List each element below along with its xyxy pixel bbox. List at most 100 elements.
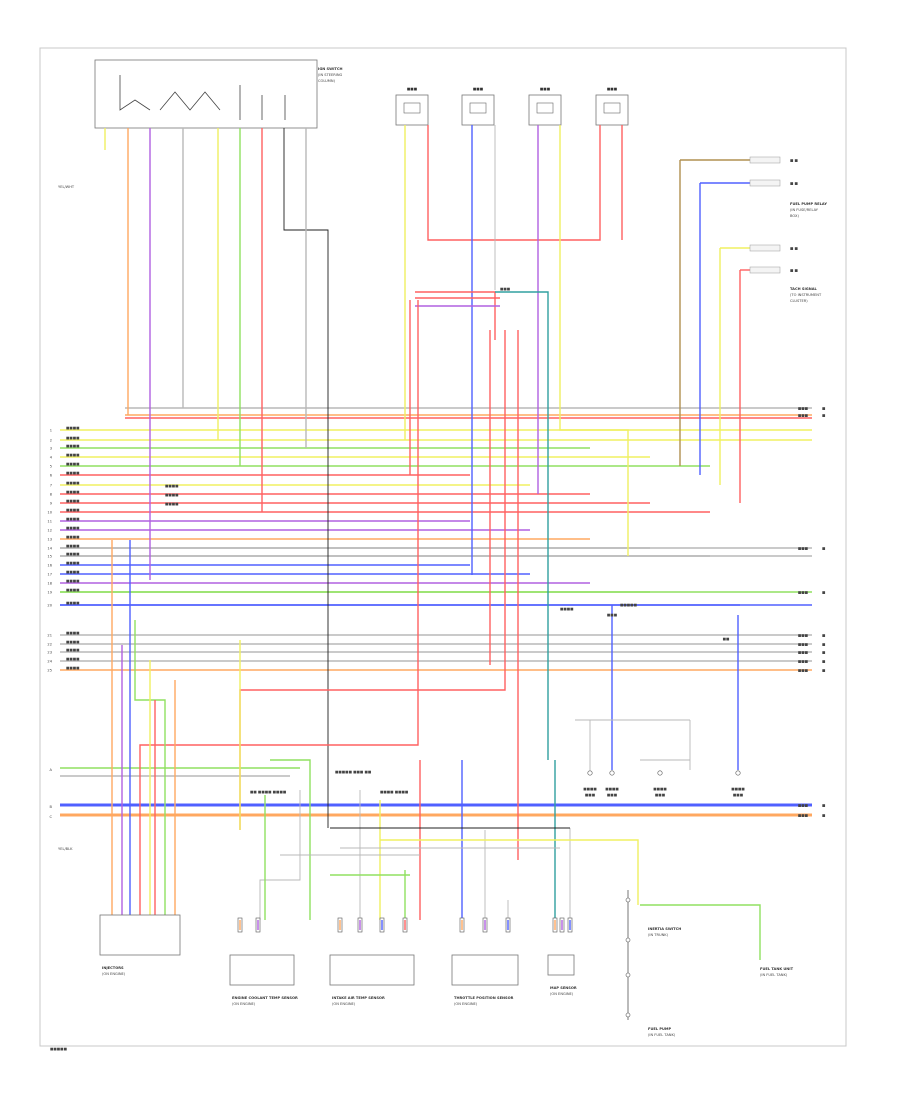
splice-label: ■■■■ — [165, 484, 179, 488]
ign-switch-sublabel: COLUMN) — [318, 79, 336, 83]
harness-wire-code: ■■■■ — [66, 631, 80, 635]
footer-code: ■■■■■ — [50, 1047, 68, 1051]
inertia-sub: (IN TRUNK) — [648, 933, 669, 937]
harness-wire-code: ■■■■ — [66, 552, 80, 556]
harness-pin-number: 12 — [47, 529, 52, 533]
harness-end-pin: ■ — [822, 651, 826, 655]
connector-iat — [329, 954, 415, 986]
harness-wire-code: ■■■■ — [66, 561, 80, 565]
harness-end-label: ■■■ — [798, 651, 809, 655]
harness-wire-code: ■■■■ — [66, 535, 80, 539]
left-wire-label: YEL/WHT — [58, 185, 75, 189]
splice-label: ■■■ — [500, 287, 511, 291]
harness-end-label: ■■■ — [798, 804, 809, 808]
harness-wire-code: ■■■■ — [66, 444, 80, 448]
relay-coil-symbol — [536, 102, 554, 114]
fuel-pump-terminal — [625, 1012, 631, 1018]
component-sublabel: (ON ENGINE) — [332, 1002, 356, 1006]
harness-end-label: ■■■ — [798, 547, 809, 551]
sensor-wire — [259, 790, 301, 920]
harness-pin-number: 16 — [47, 564, 52, 568]
fuel-pump-relay-2 — [461, 94, 495, 126]
harness-end-label: ■■■ — [798, 660, 809, 664]
harness-wire-code: ■■■■ — [66, 436, 80, 440]
harness-pin-number: 15 — [47, 555, 52, 559]
relay-label: ■■■ — [473, 87, 484, 91]
mid-wire-label: ■■■■ ■■■■ — [380, 790, 409, 794]
harness-pin-number: 4 — [50, 456, 53, 460]
switch-terminal — [587, 770, 593, 776]
relay-label: ■■■ — [607, 87, 618, 91]
relay-splice — [239, 330, 506, 830]
inertia-switch-label: INERTIA SWITCH — [648, 927, 681, 931]
right-tag-label: ■ ■ — [790, 269, 799, 273]
relay-splice — [495, 291, 549, 760]
harness-pin-number: 25 — [47, 669, 52, 673]
harness-wire-code: ■■■■ — [66, 462, 80, 466]
harness-wire-code: ■■■■ — [66, 601, 80, 605]
component-sublabel: (ON ENGINE) — [454, 1002, 478, 1006]
harness-wire-code: ■■■■ — [66, 517, 80, 521]
harness-wire-code: ■■■■ — [66, 570, 80, 574]
harness-pin-number: 11 — [47, 520, 52, 524]
harness-pin-number: 22 — [47, 643, 52, 647]
switch-label: ■■■■ — [731, 787, 745, 791]
diagram-border — [39, 47, 847, 1047]
harness-wire-code: ■■■■ — [66, 526, 80, 530]
connector-injectors-label: INJECTORS — [102, 966, 124, 970]
harness-end-pin: ■ — [822, 643, 826, 647]
relay-note-sub: (IN FUSE/RELAY — [790, 208, 819, 212]
harness-wire-code: ■■■■ — [66, 666, 80, 670]
component-sublabel: (ON ENGINE) — [232, 1002, 256, 1006]
harness-pin-letter: A — [50, 768, 53, 772]
harness-pin-number: 1 — [50, 429, 52, 433]
connector-map — [547, 954, 575, 976]
relay-wire — [559, 125, 629, 556]
harness-wire-code: ■■■■ — [66, 579, 80, 583]
relay-coil-symbol — [403, 102, 421, 114]
harness-end-pin: ■ — [822, 414, 826, 418]
harness-pin-number: 23 — [47, 651, 52, 655]
harness-wire-code: ■■■■ — [66, 490, 80, 494]
right-connector-tag — [749, 244, 781, 252]
harness-wire-code: ■■■■ — [66, 648, 80, 652]
switch-top-label: ■■■ — [607, 613, 618, 617]
harness-end-label: ■■■ — [798, 814, 809, 818]
harness-pin-number: 19 — [47, 591, 52, 595]
harness-wire-code: ■■■■ — [66, 657, 80, 661]
sensor-wire — [380, 839, 639, 905]
relay-wire — [427, 125, 601, 241]
harness-pin-number: 7 — [50, 484, 52, 488]
harness-pin-number: 2 — [50, 439, 52, 443]
harness-wire-code: ■■■■ — [66, 426, 80, 430]
relay-note-label: FUEL PUMP RELAY — [790, 202, 827, 206]
switch-top-label: ■■ — [723, 637, 730, 641]
switch-sublabel: ■■■ — [733, 793, 744, 797]
switch-sublabel: ■■■ — [585, 793, 596, 797]
relay-splice — [139, 300, 419, 920]
fuel-pump-terminal — [625, 972, 631, 978]
right-tag-label: ■ ■ — [790, 182, 799, 186]
connector-ect — [229, 954, 295, 986]
harness-end-label: ■■■ — [798, 669, 809, 673]
harness-wire-code: ■■■■ — [66, 481, 80, 485]
tach-sub: (TO INSTRUMENT — [790, 293, 822, 297]
switch-terminal — [735, 770, 741, 776]
ignition-switch-box — [94, 59, 318, 129]
connector-injectors — [99, 914, 181, 956]
harness-pin-letter: C — [49, 815, 52, 819]
harness-end-label: ■■■ — [798, 591, 809, 595]
relay-label: ■■■ — [540, 87, 551, 91]
fuel-pump-relay-3 — [528, 94, 562, 126]
harness-end-pin: ■ — [822, 407, 826, 411]
right-connector-tag — [749, 179, 781, 187]
harness-end-label: ■■■ — [798, 634, 809, 638]
relay-label: ■■■ — [407, 87, 418, 91]
harness-end-pin: ■ — [822, 804, 826, 808]
harness-end-label: ■■■ — [798, 414, 809, 418]
harness-pin-number: 21 — [47, 634, 52, 638]
harness-pin-number: 8 — [50, 493, 53, 497]
fuel-pump-sub: (IN FUEL TANK) — [648, 1033, 676, 1037]
